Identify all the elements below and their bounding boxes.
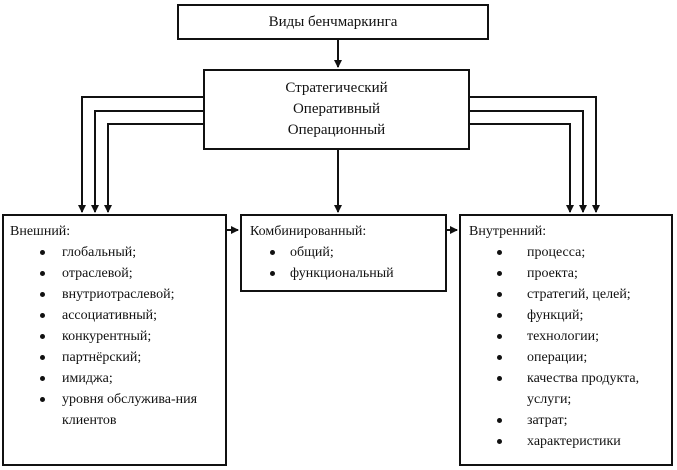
list-item: уровня обслужива-ния клиентов [10, 389, 219, 431]
bullet-icon [497, 439, 502, 444]
level-operative: Оперативный [292, 101, 381, 117]
list-item: затрат; [469, 410, 665, 431]
list-item: качества продукта, услуги; [469, 368, 665, 410]
arrow-levels-to-internal-1 [470, 96, 600, 213]
list-item: ассоциативный; [10, 305, 219, 326]
bullet-icon [497, 355, 502, 360]
bullet-icon [270, 271, 275, 276]
arrow-levels-to-external-1 [78, 96, 203, 213]
list-item: функций; [469, 305, 665, 326]
external-benchmarking-box: Внешний: глобальный; отраслевой; внутрио… [2, 214, 227, 466]
bullet-icon [497, 418, 502, 423]
benchmarking-levels-box: Стратегический Оперативный Операционный [203, 69, 470, 150]
list-item: глобальный; [10, 242, 219, 263]
bullet-icon [40, 250, 45, 255]
list-item: технологии; [469, 326, 665, 347]
bullet-icon [40, 355, 45, 360]
list-item: внутриотраслевой; [10, 284, 219, 305]
internal-benchmarking-box: Внутренний: процесса; проекта; стратегий… [459, 214, 673, 466]
list-item: общий; [250, 242, 439, 263]
bullet-icon [497, 271, 502, 276]
diagram-title: Виды бенчмаркинга [268, 13, 398, 30]
bullet-icon [40, 271, 45, 276]
list-item: проекта; [469, 263, 665, 284]
list-item: партнёрский; [10, 347, 219, 368]
list-item: операции; [469, 347, 665, 368]
internal-heading: Внутренний: [469, 224, 547, 239]
level-strategic: Стратегический [285, 80, 388, 96]
internal-list: процесса; проекта; стратегий, целей; фун… [469, 242, 665, 452]
bullet-icon [40, 376, 45, 381]
bullet-icon [40, 292, 45, 297]
arrow-levels-to-external-3 [104, 123, 203, 213]
combined-benchmarking-box: Комбинированный: общий; функциональный [240, 214, 447, 292]
bullet-icon [497, 313, 502, 318]
list-item: функциональный [250, 263, 439, 284]
list-item: отраслевой; [10, 263, 219, 284]
bullet-icon [497, 292, 502, 297]
bullet-icon [40, 313, 45, 318]
bullet-icon [40, 397, 45, 402]
combined-heading: Комбинированный: [250, 224, 367, 239]
bullet-icon [497, 376, 502, 381]
combined-list: общий; функциональный [250, 242, 439, 284]
list-item: процесса; [469, 242, 665, 263]
list-item: конкурентный; [10, 326, 219, 347]
arrow-levels-to-internal-3 [470, 123, 574, 213]
external-list: глобальный; отраслевой; внутриотраслевой… [10, 242, 219, 431]
bullet-icon [497, 250, 502, 255]
list-item: имиджа; [10, 368, 219, 389]
external-heading: Внешний: [10, 224, 71, 239]
arrow-levels-to-external-2 [91, 110, 203, 213]
arrow-levels-to-internal-2 [470, 110, 587, 213]
list-item: характеристики [469, 431, 665, 452]
benchmarking-types-title-box: Виды бенчмаркинга [177, 4, 489, 40]
level-operational: Операционный [287, 122, 386, 138]
bullet-icon [40, 334, 45, 339]
bullet-icon [270, 250, 275, 255]
list-item: стратегий, целей; [469, 284, 665, 305]
bullet-icon [497, 334, 502, 339]
